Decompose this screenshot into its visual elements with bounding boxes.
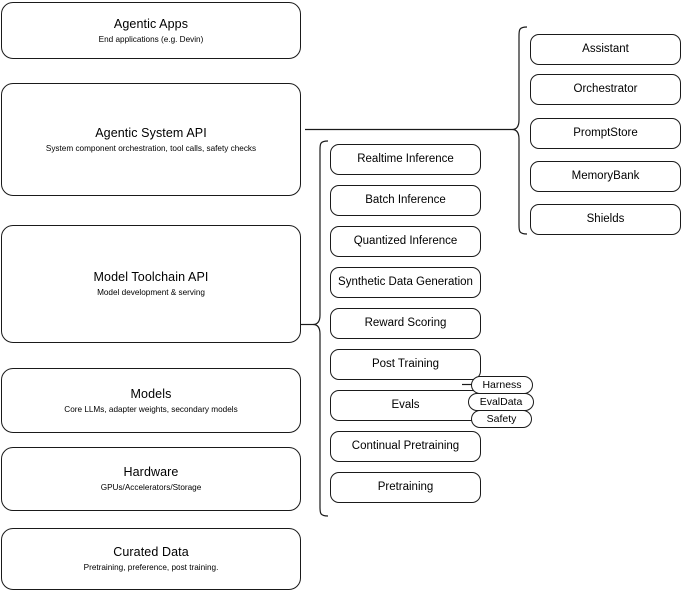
chip-label: Batch Inference [365, 193, 446, 206]
layer-title: Hardware [123, 465, 179, 479]
toolchain-chip-evals[interactable]: Evals [330, 390, 481, 421]
toolchain-chip-quantized-inference[interactable]: Quantized Inference [330, 226, 481, 257]
toolchain-chip-pretraining[interactable]: Pretraining [330, 472, 481, 503]
brace-system-components [511, 26, 528, 235]
badge-label: EvalData [479, 395, 523, 408]
evals-badge-evaldata[interactable]: EvalData [468, 393, 534, 411]
system-chip-assistant[interactable]: Assistant [530, 34, 681, 65]
chip-label: Synthetic Data Generation [338, 275, 473, 288]
system-chip-promptstore[interactable]: PromptStore [530, 118, 681, 149]
layer-title: Curated Data [113, 545, 189, 559]
layer-subtitle: Model development & serving [97, 288, 205, 297]
layer-subtitle: Pretraining, preference, post training. [83, 563, 219, 572]
evals-badge-safety[interactable]: Safety [471, 410, 532, 428]
chip-label: Post Training [371, 357, 440, 370]
toolchain-chip-batch-inference[interactable]: Batch Inference [330, 185, 481, 216]
toolchain-chip-realtime-inference[interactable]: Realtime Inference [330, 144, 481, 175]
layer-title: Agentic Apps [113, 16, 189, 31]
toolchain-chip-post-training[interactable]: Post Training [330, 349, 481, 380]
layer-subtitle: Core LLMs, adapter weights, secondary mo… [64, 404, 238, 414]
chip-label: Quantized Inference [353, 234, 458, 247]
toolchain-chip-continual-pretraining[interactable]: Continual Pretraining [330, 431, 481, 462]
layer-agentic-system-api[interactable]: Agentic System API System component orch… [1, 83, 301, 196]
layer-models[interactable]: Models Core LLMs, adapter weights, secon… [1, 368, 301, 433]
badge-label: Harness [482, 378, 522, 391]
evals-badge-harness[interactable]: Harness [471, 376, 533, 394]
chip-label: Evals [391, 398, 420, 411]
layer-hardware[interactable]: Hardware GPUs/Accelerators/Storage [1, 447, 301, 511]
chip-label: Reward Scoring [364, 316, 447, 329]
toolchain-chip-reward-scoring[interactable]: Reward Scoring [330, 308, 481, 339]
chip-label: Assistant [582, 42, 629, 55]
layer-agentic-apps[interactable]: Agentic Apps End applications (e.g. Devi… [1, 2, 301, 59]
layer-title: Agentic System API [95, 125, 207, 140]
layer-subtitle: GPUs/Accelerators/Storage [100, 483, 202, 492]
system-chip-shields[interactable]: Shields [530, 204, 681, 235]
badge-label: Safety [486, 412, 517, 425]
layer-subtitle: System component orchestration, tool cal… [45, 143, 257, 153]
layer-title: Models [130, 386, 172, 401]
toolchain-chip-synthetic-data-generation[interactable]: Synthetic Data Generation [330, 267, 481, 298]
chip-label: Orchestrator [573, 82, 638, 95]
chip-label: Continual Pretraining [351, 439, 460, 452]
chip-label: MemoryBank [571, 169, 640, 182]
layer-subtitle: End applications (e.g. Devin) [98, 34, 204, 44]
system-chip-orchestrator[interactable]: Orchestrator [530, 74, 681, 105]
chip-label: Realtime Inference [357, 152, 454, 165]
chip-label: Pretraining [377, 480, 434, 493]
layer-curated-data[interactable]: Curated Data Pretraining, preference, po… [1, 528, 301, 590]
system-chip-memorybank[interactable]: MemoryBank [530, 161, 681, 192]
layer-title: Model Toolchain API [93, 270, 209, 284]
brace-toolchain-components [312, 140, 329, 517]
chip-label: PromptStore [573, 126, 638, 139]
layer-model-toolchain-api[interactable]: Model Toolchain API Model development & … [1, 225, 301, 343]
chip-label: Shields [586, 212, 625, 225]
